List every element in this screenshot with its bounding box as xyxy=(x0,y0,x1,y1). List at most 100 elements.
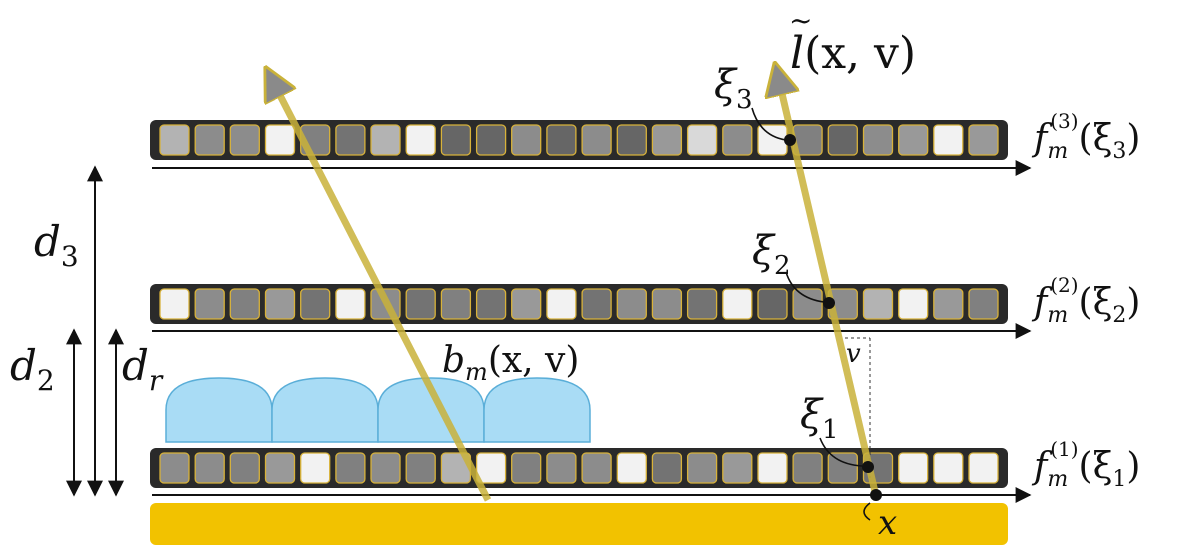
layer-pixel xyxy=(898,124,929,156)
label-v: v xyxy=(846,339,861,369)
layer-pixel xyxy=(862,288,894,320)
layer-pixel xyxy=(581,452,612,484)
label-ltilde-tilde: ~ xyxy=(789,4,812,37)
layer-pixel xyxy=(616,452,647,484)
point-xi3 xyxy=(784,134,796,146)
layer-pixel xyxy=(511,288,542,320)
layer-pixel xyxy=(405,288,436,320)
leader-lines xyxy=(751,107,871,521)
layer-pixel xyxy=(264,452,296,484)
layer-pixel xyxy=(511,124,542,156)
layer-pixel xyxy=(757,288,788,320)
point-x xyxy=(870,489,882,501)
layer-pixel xyxy=(264,124,296,156)
layer-pixel xyxy=(968,124,999,156)
lenslet xyxy=(165,377,273,443)
layer-pixel xyxy=(651,452,683,484)
layer-pixel xyxy=(862,124,894,156)
distance-arrows xyxy=(66,165,124,497)
label-d3: d3 xyxy=(34,217,79,273)
layer-pixel xyxy=(933,288,964,320)
layer-pixel xyxy=(159,124,190,156)
layer-pixel xyxy=(827,124,858,156)
point-xi1 xyxy=(862,461,874,473)
layer-pixel xyxy=(968,452,999,484)
layer-pixel xyxy=(194,288,225,320)
label-xi2: ξ2 xyxy=(752,228,791,281)
layer-pixel xyxy=(440,288,472,320)
layer-pixel xyxy=(933,124,964,156)
layer-pixel xyxy=(194,452,225,484)
layer-pixel xyxy=(335,124,366,156)
layer-pixel xyxy=(335,288,366,320)
ray-backlight xyxy=(268,72,492,502)
label-bm: bm(x, v) xyxy=(442,340,579,386)
layer-pixel xyxy=(511,452,542,484)
label-dr: dr xyxy=(122,341,164,397)
layer-pixel xyxy=(546,452,577,484)
layer-pixel xyxy=(686,452,718,484)
label-ltilde: l(x, v) xyxy=(790,28,916,79)
intersection-points xyxy=(784,134,882,501)
layer-pixel xyxy=(616,124,647,156)
layer-pixel xyxy=(651,124,683,156)
layer-pixel xyxy=(686,124,718,156)
layer-pixel xyxy=(968,288,999,320)
layer-pixel xyxy=(581,124,612,156)
point-xi2 xyxy=(823,297,835,309)
layer-axes xyxy=(152,160,1032,503)
layer-pixel xyxy=(792,288,823,320)
layer-pixel xyxy=(475,288,507,320)
layer-pixel xyxy=(229,452,260,484)
layer-pixel xyxy=(300,288,331,320)
layer-band-layer-2 xyxy=(150,284,1008,324)
layer-pixel xyxy=(475,452,507,484)
backlight-panel xyxy=(150,503,1008,545)
layer-pixel xyxy=(686,288,718,320)
label-f1: fm(1)(ξ1) xyxy=(1031,437,1140,492)
layer-pixel xyxy=(335,452,366,484)
lenslet xyxy=(377,377,485,443)
layer-band-layer-3 xyxy=(150,120,1008,160)
labels: l(x, v) ~ bm(x, v) ξ3 ξ2 ξ1 v x d3 d2 dr xyxy=(10,4,1140,543)
layer-pixel xyxy=(194,124,225,156)
label-x: x xyxy=(878,503,897,543)
layer-pixel xyxy=(722,124,753,156)
label-f2: fm(2)(ξ2) xyxy=(1031,273,1140,328)
layer-pixel xyxy=(370,452,401,484)
lenslet xyxy=(271,377,379,443)
label-f3: fm(3)(ξ3) xyxy=(1031,109,1140,164)
label-xi3: ξ3 xyxy=(714,62,753,115)
layer-pixel xyxy=(440,124,472,156)
layer-pixel xyxy=(300,452,331,484)
layer-pixel xyxy=(792,452,823,484)
label-xi1: ξ1 xyxy=(800,392,839,445)
layer-pixel xyxy=(370,124,401,156)
layer-pixel xyxy=(581,288,612,320)
layer-pixel xyxy=(757,452,788,484)
angle-guide xyxy=(845,337,871,478)
layer-pixel xyxy=(229,124,260,156)
layer-pixel xyxy=(827,452,858,484)
label-d2: d2 xyxy=(10,341,55,397)
layer-pixel xyxy=(159,452,190,484)
layer-pixel xyxy=(264,288,296,320)
layer-pixel xyxy=(405,452,436,484)
lenslet xyxy=(483,377,591,443)
layer-pixel xyxy=(898,288,929,320)
lenslet-array xyxy=(165,377,591,443)
layer-pixel xyxy=(159,288,190,320)
layer-pixel xyxy=(546,124,577,156)
layer-pixel xyxy=(933,452,964,484)
layer-pixel xyxy=(475,124,507,156)
layer-pixel xyxy=(722,288,753,320)
layer-pixel xyxy=(405,124,436,156)
layer-pixel xyxy=(229,288,260,320)
layer-pixel xyxy=(546,288,577,320)
layer-pixel xyxy=(722,452,753,484)
layer-pixel xyxy=(898,452,929,484)
layer-pixel xyxy=(616,288,647,320)
layer-band-layer-1 xyxy=(150,448,1008,488)
